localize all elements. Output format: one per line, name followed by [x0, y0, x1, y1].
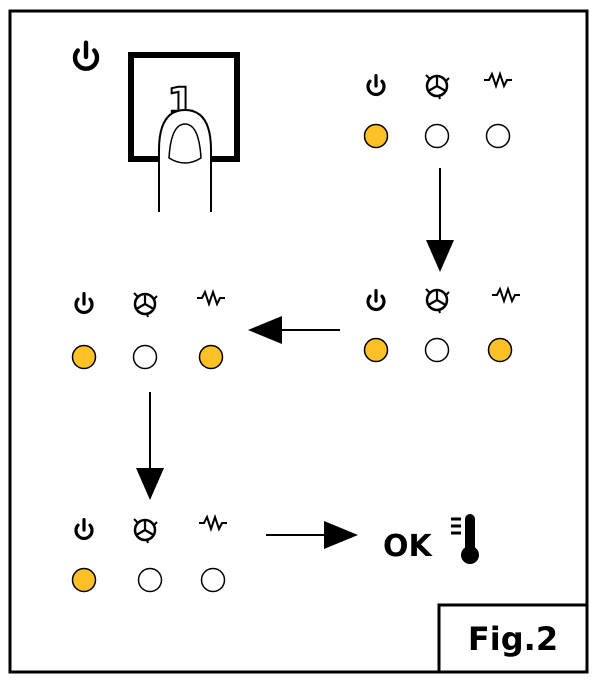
power-icon	[366, 73, 386, 97]
led-group-start	[363, 73, 513, 149]
arrow-down-1	[426, 168, 454, 272]
led-power	[71, 567, 97, 593]
heater-icon	[198, 516, 228, 530]
led-group-step2	[363, 287, 521, 363]
led-fan	[137, 567, 163, 593]
power-icon	[366, 289, 386, 312]
led-heater	[200, 567, 226, 593]
power-icon	[74, 292, 94, 315]
heater-icon	[491, 288, 521, 302]
led-power	[71, 344, 97, 370]
fan-icon	[424, 287, 451, 315]
led-fan	[132, 344, 158, 370]
figure-label-box	[437, 603, 589, 674]
led-heater	[198, 344, 224, 370]
ok-label: OK	[383, 529, 434, 564]
led-group-step3	[71, 291, 226, 370]
thermometer-icon	[451, 514, 479, 564]
led-power	[363, 337, 389, 363]
heater-icon	[483, 73, 513, 87]
power-icon	[74, 517, 94, 541]
led-heater	[485, 123, 511, 149]
fan-icon	[132, 291, 159, 319]
outer-frame	[8, 9, 589, 674]
heater-icon	[196, 291, 226, 305]
led-heater	[487, 337, 513, 363]
finger-icon	[158, 108, 212, 212]
fan-icon	[424, 73, 451, 101]
arrow-left	[248, 316, 340, 344]
arrow-right	[266, 521, 358, 549]
fan-icon	[132, 517, 159, 545]
arrow-down-2	[136, 392, 164, 500]
led-power	[363, 123, 389, 149]
led-fan	[424, 123, 450, 149]
led-fan	[424, 337, 450, 363]
led-group-final	[71, 516, 228, 593]
figure-label: Fig.2	[468, 620, 558, 658]
power-icon	[75, 43, 97, 69]
